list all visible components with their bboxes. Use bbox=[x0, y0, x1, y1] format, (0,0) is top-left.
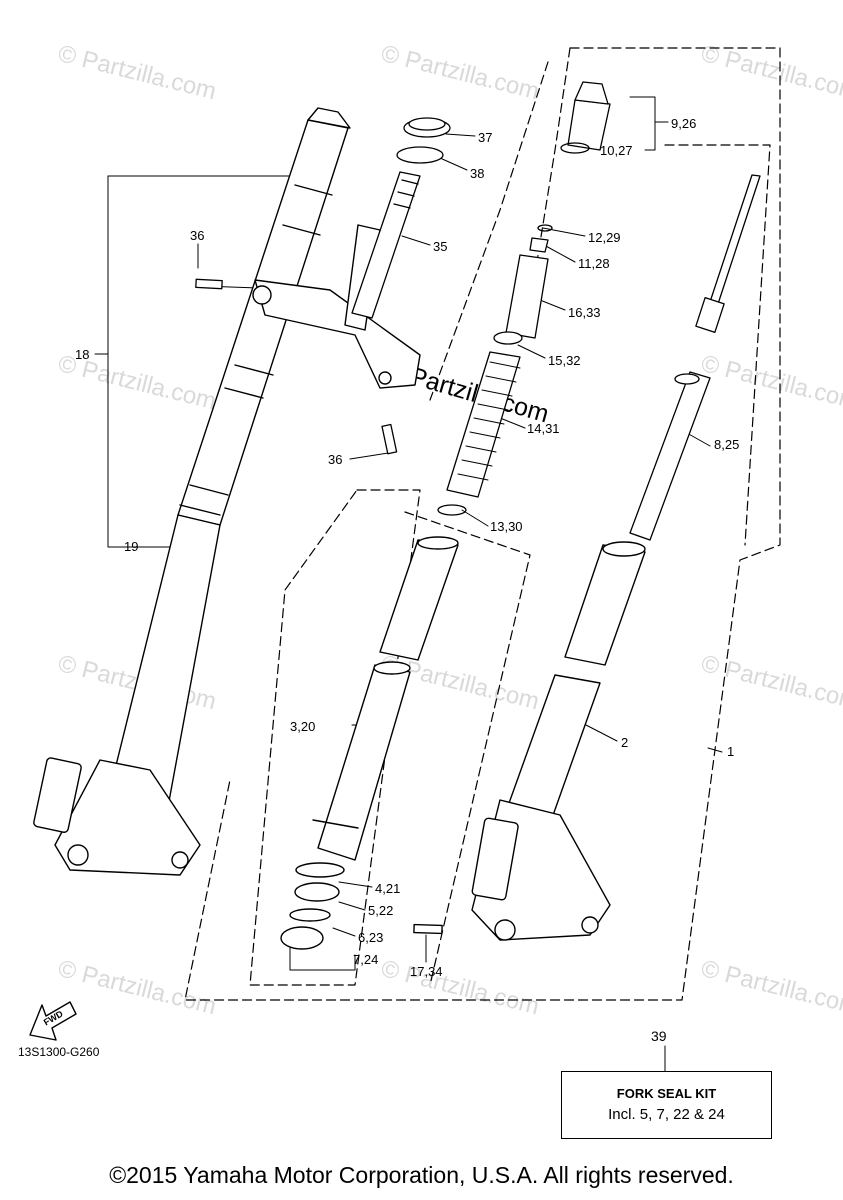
callout-17-34: 17,34 bbox=[410, 964, 443, 979]
callout-15-32: 15,32 bbox=[548, 353, 581, 368]
kit-number: 39 bbox=[651, 1028, 667, 1044]
steering-stem-parts bbox=[195, 117, 451, 455]
callout-8-25: 8,25 bbox=[714, 437, 740, 452]
callout-18: 18 bbox=[75, 347, 90, 362]
callout-19: 19 bbox=[124, 539, 139, 554]
fork-seal-kit-box: FORK SEAL KIT Incl. 5, 7, 22 & 24 bbox=[561, 1071, 772, 1139]
fwd-arrow-icon bbox=[29, 1001, 77, 1041]
callout-36-top: 36 bbox=[190, 228, 205, 243]
callout-10-27: 10,27 bbox=[600, 143, 633, 158]
callout-14-31: 14,31 bbox=[527, 421, 560, 436]
dashed-group-outline bbox=[184, 47, 781, 1001]
callout-16-33: 16,33 bbox=[568, 305, 601, 320]
callout-9-26: 9,26 bbox=[671, 116, 697, 131]
callout-11-28: 11,28 bbox=[578, 256, 610, 271]
diagram-code: 13S1300-G260 bbox=[18, 1045, 100, 1059]
callout-4-21: 4,21 bbox=[375, 881, 401, 896]
callout-2: 2 bbox=[621, 735, 629, 750]
callout-12-29: 12,29 bbox=[588, 230, 621, 245]
callout-6-23: 6,23 bbox=[358, 930, 384, 945]
callout-13-30: 13,30 bbox=[490, 519, 523, 534]
callout-37: 37 bbox=[478, 130, 493, 145]
kit-detail: Incl. 5, 7, 22 & 24 bbox=[608, 1106, 725, 1123]
fork-internal-parts bbox=[437, 81, 761, 541]
copyright-notice: ©2015 Yamaha Motor Corporation, U.S.A. A… bbox=[109, 1162, 734, 1188]
outer-tube-parts bbox=[413, 541, 646, 941]
kit-title: FORK SEAL KIT bbox=[616, 1086, 717, 1101]
callout-36-bottom: 36 bbox=[328, 452, 343, 467]
callout-5-22: 5,22 bbox=[368, 903, 394, 918]
callout-3-20: 3,20 bbox=[290, 719, 316, 734]
callout-35: 35 bbox=[433, 239, 448, 254]
callout-38: 38 bbox=[470, 166, 485, 181]
left-fork-assembly bbox=[33, 107, 421, 876]
callout-7-24: 7,24 bbox=[353, 952, 379, 967]
callout-1: 1 bbox=[727, 744, 735, 759]
inner-tube-parts bbox=[280, 536, 459, 950]
